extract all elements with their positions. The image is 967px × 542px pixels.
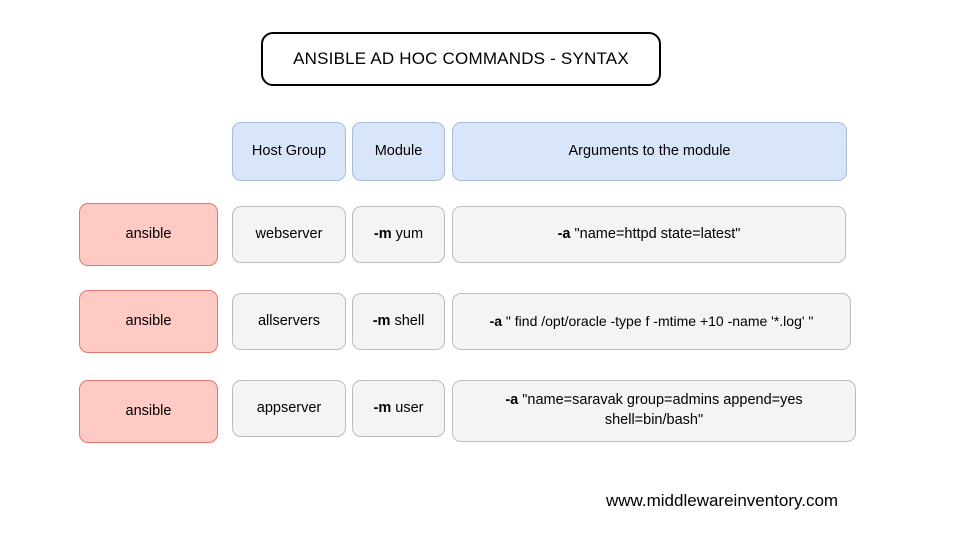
header-module-label: Module [374, 142, 423, 159]
row-arguments-text: -a "name=saravak group=admins append=yes… [479, 391, 829, 430]
header-arguments-label: Arguments to the module [568, 142, 731, 159]
row-module-name: user [395, 399, 424, 416]
row-module-flag: -m [373, 225, 392, 242]
header-host-group-label: Host Group [251, 142, 327, 159]
header-arguments: Arguments to the module [452, 122, 847, 181]
row-command-cell: ansible [79, 290, 218, 353]
header-host-group: Host Group [232, 122, 346, 181]
footer-url: www.middlewareinventory.com [606, 491, 839, 510]
row-arguments-value: " find /opt/oracle -type f -mtime +10 -n… [505, 313, 814, 330]
diagram-title-text: ANSIBLE AD HOC COMMANDS - SYNTAX [293, 49, 629, 68]
row-host-group-cell: appserver [232, 380, 346, 437]
row-arguments-value: "name=saravak group=admins append=yes sh… [522, 392, 803, 428]
row-module-flag: -m [373, 399, 392, 416]
diagram-title-box: ANSIBLE AD HOC COMMANDS - SYNTAX [261, 32, 661, 86]
row-module-text: -m user [374, 399, 424, 419]
row-module-cell: -m user [352, 380, 445, 437]
row-arguments-cell: -a "name=saravak group=admins append=yes… [452, 380, 856, 442]
row-module-cell: -m shell [352, 293, 445, 350]
row-host-group-cell: webserver [232, 206, 346, 263]
row-host-group-cell: allservers [232, 293, 346, 350]
row-command-label: ansible [125, 225, 172, 242]
row-arguments-flag: -a [557, 225, 571, 242]
row-command-label: ansible [125, 312, 172, 329]
row-module-flag: -m [372, 312, 391, 329]
row-host-group-label: webserver [255, 225, 323, 242]
header-module: Module [352, 122, 445, 181]
row-module-text: -m yum [374, 225, 423, 245]
row-module-cell: -m yum [352, 206, 445, 263]
row-module-name: yum [395, 225, 424, 242]
row-module-text: -m shell [373, 312, 425, 332]
row-arguments-text: -a "name=httpd state=latest" [558, 225, 741, 245]
row-arguments-flag: -a [489, 313, 503, 330]
row-arguments-text: -a " find /opt/oracle -type f -mtime +10… [490, 312, 814, 331]
row-arguments-cell: -a " find /opt/oracle -type f -mtime +10… [452, 293, 851, 350]
row-command-cell: ansible [79, 203, 218, 266]
row-arguments-flag: -a [505, 392, 519, 409]
row-module-name: shell [394, 312, 425, 329]
row-arguments-value: "name=httpd state=latest" [574, 225, 741, 242]
row-command-cell: ansible [79, 380, 218, 443]
row-arguments-cell: -a "name=httpd state=latest" [452, 206, 846, 263]
row-command-label: ansible [125, 402, 172, 419]
row-host-group-label: allservers [257, 312, 321, 329]
row-host-group-label: appserver [256, 399, 322, 416]
